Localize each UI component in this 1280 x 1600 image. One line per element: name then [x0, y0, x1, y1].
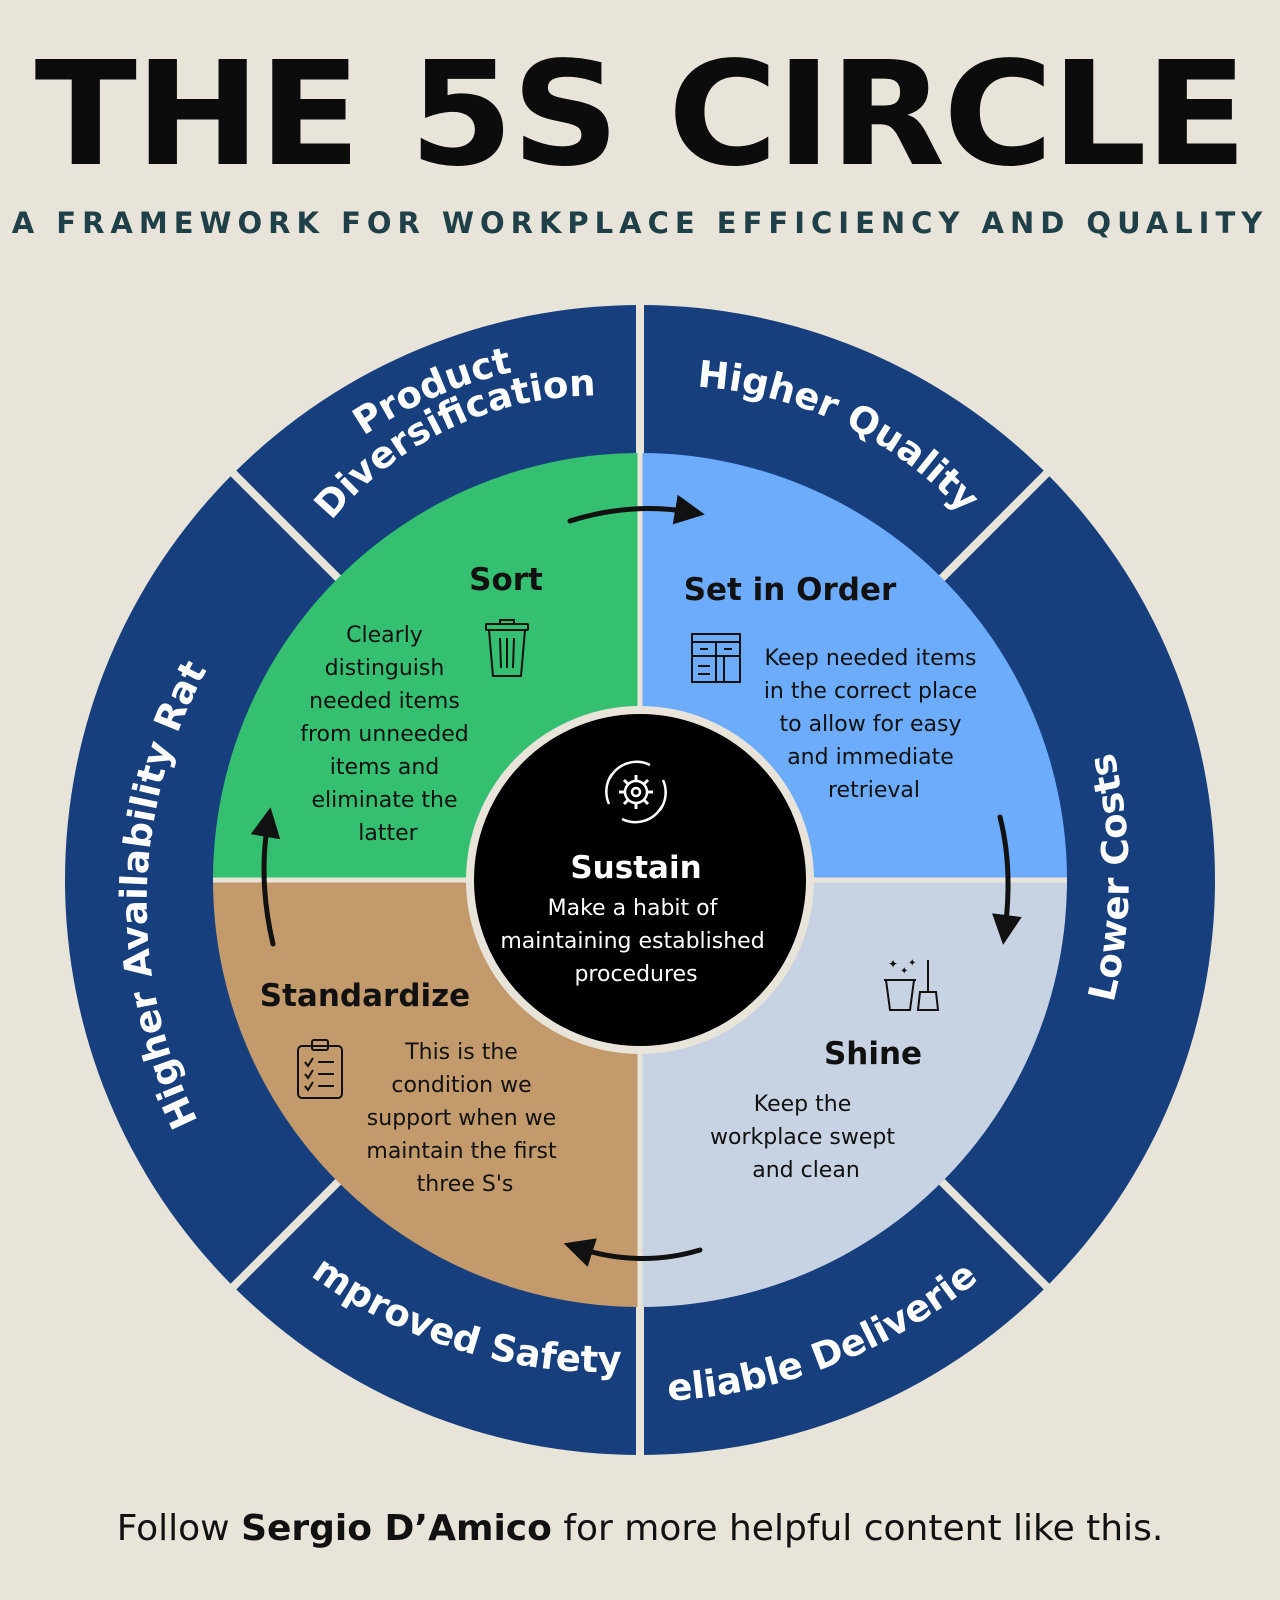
- svg-text:✦: ✦: [908, 958, 916, 969]
- arrow-standardize-to-sort: [250, 807, 281, 947]
- shine-description: Keep the workplace swept and clean: [710, 1092, 902, 1183]
- bucket-broom-icon: ✦ ✦ ✦: [884, 957, 940, 1011]
- trash-can-icon: [485, 619, 529, 677]
- checklist-icon: [297, 1039, 343, 1099]
- cycle-arrows: [250, 494, 1022, 1267]
- standardize-description: This is the condition we support when we…: [366, 1040, 563, 1197]
- arrow-set-in-order-to-shine: [992, 814, 1022, 945]
- sort-title: Sort: [469, 562, 543, 598]
- footer-credit: Follow Sergio D’Amico for more helpful c…: [0, 1508, 1280, 1549]
- sustain-center-circle: [466, 706, 814, 1054]
- cabinet-icon: [691, 633, 741, 683]
- footer-suffix: for more helpful content like this.: [563, 1508, 1164, 1549]
- page-subtitle: A FRAMEWORK FOR WORKPLACE EFFICIENCY AND…: [11, 206, 1269, 240]
- footer-prefix: Follow: [116, 1508, 230, 1549]
- author-name: Sergio D’Amico: [241, 1508, 552, 1549]
- sustain-description: Make a habit of maintaining established …: [500, 896, 771, 987]
- shine-title: Shine: [824, 1036, 922, 1072]
- arrow-shine-to-standardize: [563, 1238, 703, 1267]
- svg-text:✦: ✦: [888, 957, 898, 971]
- set-in-order-title: Set in Order: [684, 572, 897, 608]
- sustain-title: Sustain: [570, 850, 701, 886]
- svg-text:✦: ✦: [900, 966, 908, 977]
- gear-cycle-icon: [605, 760, 667, 824]
- set-in-order-description: Keep needed items in the correct place t…: [764, 646, 984, 803]
- page-title: THE 5S CIRCLE: [34, 31, 1248, 199]
- sort-description: Clearly distinguish needed items from un…: [300, 623, 476, 846]
- standardize-title: Standardize: [260, 978, 470, 1014]
- arrow-sort-to-set-in-order: [567, 494, 705, 525]
